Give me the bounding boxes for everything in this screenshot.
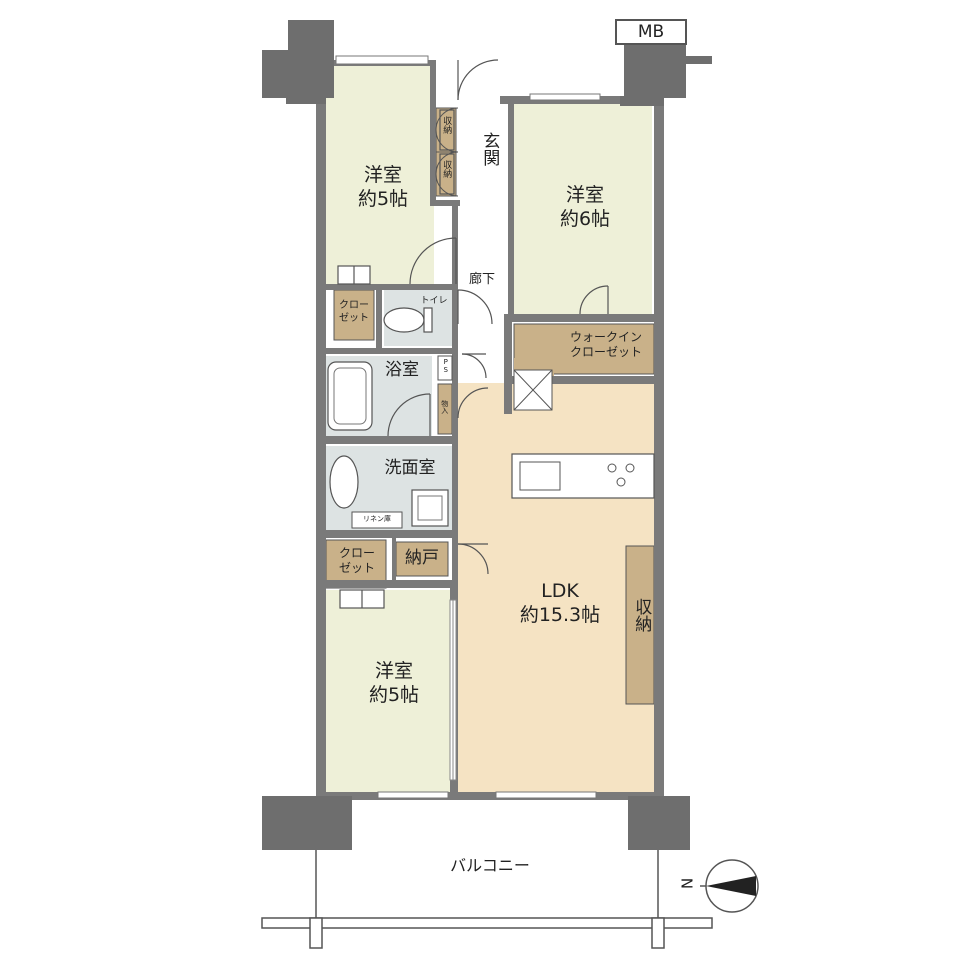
bedroom-ne-name: 洋室 <box>565 184 604 206</box>
entrance-storage-2-label: 収納 <box>441 160 452 178</box>
ldk-storage-label: 収納 <box>631 598 652 632</box>
bedroom-sw-label: 洋室 約5帖 <box>354 660 434 708</box>
closet-nw-label: クロー ゼット <box>334 300 374 325</box>
hallway-label: 廊下 <box>468 272 495 287</box>
door-swings <box>387 59 609 575</box>
bedroom-sw-floor <box>326 590 450 796</box>
closet-sw-label: クロー ゼット <box>330 546 384 576</box>
toilet-fixture <box>383 307 433 333</box>
bedroom-nw-label: 洋室 約5帖 <box>345 164 421 212</box>
columns <box>262 20 712 850</box>
sink <box>519 461 561 491</box>
walkin-closet-label: ウォークイン クローゼット <box>560 330 652 360</box>
ldk-label: LDK 約15.3帖 <box>500 580 620 628</box>
bedroom-ne-label: 洋室 約6帖 <box>540 184 630 232</box>
bath-label: 浴室 <box>385 360 419 380</box>
pipe-space-label: PS <box>441 358 450 374</box>
balcony <box>261 850 713 949</box>
kitchen-floor-ext <box>512 383 654 393</box>
north-arrow-icon <box>700 859 759 913</box>
washroom-label: 洗面室 <box>384 458 436 478</box>
entrance-storage-1-label: 収納 <box>441 116 452 134</box>
linen-label: リネン庫 <box>363 515 391 523</box>
bedroom-ne-floor <box>514 104 652 314</box>
walkin-closet-line2: クローゼット <box>569 345 642 359</box>
ldk-storage-fill <box>625 545 655 705</box>
stove-icon <box>607 463 635 487</box>
bedroom-sw-size: 約5帖 <box>368 683 420 706</box>
windows <box>335 55 601 799</box>
entrance-label: 玄関 <box>479 132 500 166</box>
hallway-floor <box>458 204 508 382</box>
meter-box-label: MB <box>637 22 665 42</box>
sliding-doors <box>449 599 457 781</box>
hall-storage-label: 物入 <box>440 400 449 414</box>
bathtub <box>327 361 373 431</box>
closet-nw-fill <box>333 289 375 341</box>
bedroom-nw-name: 洋室 <box>363 164 402 186</box>
ldk-name: LDK <box>541 580 579 602</box>
pantry-x-icon <box>513 369 553 411</box>
balcony-label: バルコニー <box>450 856 530 875</box>
entrance-cabinet-doors <box>435 107 459 197</box>
washbasin <box>329 455 359 509</box>
linen-fill <box>351 511 403 529</box>
ldk-size: 約15.3帖 <box>519 603 601 626</box>
bedroom-nw-size: 約5帖 <box>357 187 409 210</box>
ldk-floor <box>458 383 654 796</box>
closet-sw-line1: クロー <box>338 546 375 560</box>
storeroom-label: 納戸 <box>405 548 439 568</box>
bedroom-ne-size: 約6帖 <box>559 207 611 230</box>
meter-box <box>615 19 687 45</box>
closet-sw-line2: ゼット <box>338 561 375 575</box>
bifold-doors <box>337 109 455 609</box>
pipe-space <box>437 355 453 381</box>
walkin-closet-line1: ウォークイン <box>569 330 642 344</box>
washer-pan <box>411 489 449 527</box>
closet-nw-line2: ゼット <box>339 312 369 324</box>
entrance-floor <box>458 104 508 204</box>
closet-nw-line1: クロー <box>339 300 369 311</box>
compass-label: N <box>678 877 697 889</box>
toilet-label: トイレ <box>420 296 448 306</box>
bedroom-sw-name: 洋室 <box>374 660 413 682</box>
bedroom-nw-floor <box>326 64 434 286</box>
